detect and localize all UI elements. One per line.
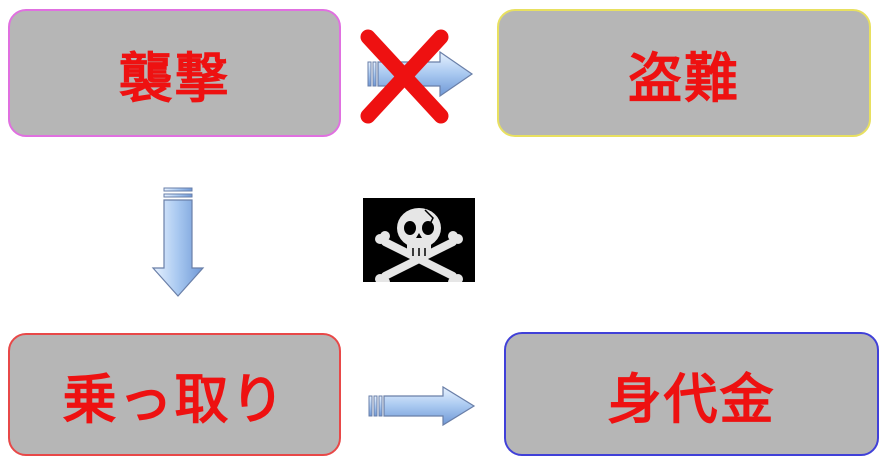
box-theft: 盗難 — [497, 9, 871, 137]
label-attack: 襲撃 — [118, 46, 231, 110]
jolly-roger-icon — [363, 198, 475, 282]
arrow-hijack-to-ransom — [368, 385, 476, 427]
cross-mark-icon — [360, 29, 449, 124]
box-attack: 襲撃 — [8, 9, 341, 137]
box-ransom: 身代金 — [504, 332, 879, 456]
arrow-attack-to-hijack — [151, 187, 205, 297]
label-ransom: 身代金 — [607, 367, 776, 431]
box-hijack: 乗っ取り — [8, 333, 341, 456]
label-theft: 盗難 — [628, 46, 740, 110]
label-hijack: 乗っ取り — [62, 368, 287, 431]
